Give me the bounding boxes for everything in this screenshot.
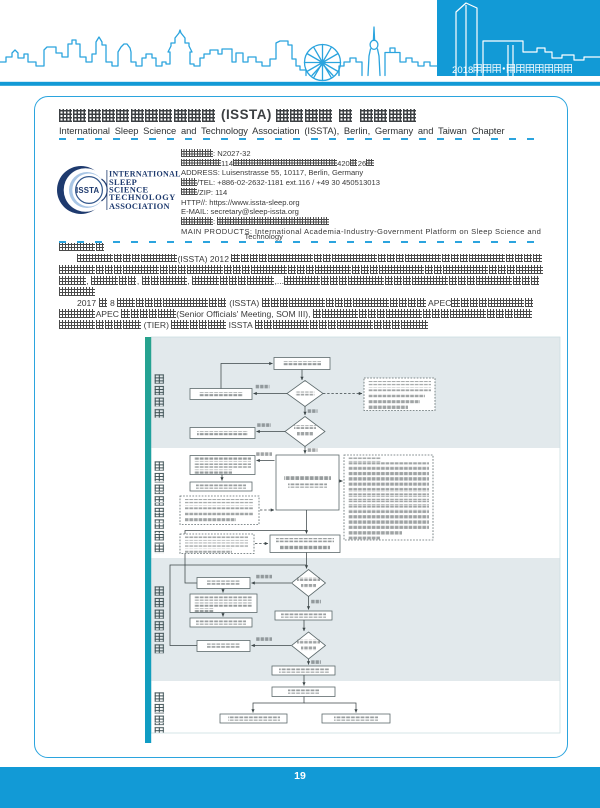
svg-text:SLEEP: SLEEP: [109, 178, 137, 187]
svg-text:SCIENCE: SCIENCE: [109, 186, 148, 195]
svg-text:ASSOCIATION: ASSOCIATION: [109, 202, 170, 211]
svg-text:INTERNATIONAL: INTERNATIONAL: [109, 170, 181, 179]
svg-text:2018: 2018: [452, 65, 473, 76]
svg-text:ISSTA: ISSTA: [76, 186, 100, 195]
svg-text:TECHNOLOGY: TECHNOLOGY: [109, 193, 176, 202]
